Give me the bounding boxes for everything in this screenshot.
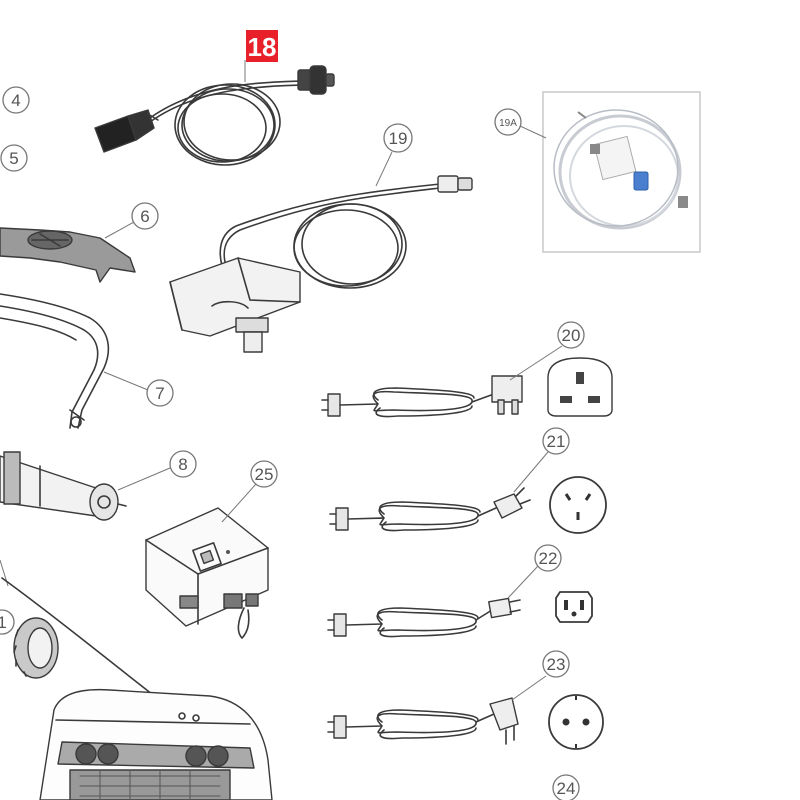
callout-22: 22 bbox=[507, 544, 562, 599]
robot-body bbox=[1, 577, 273, 800]
socket-us-icon bbox=[555, 591, 593, 623]
callout-4: 4 bbox=[2, 86, 30, 114]
socket-au-icon bbox=[549, 476, 607, 534]
callout-19a: 19A bbox=[494, 108, 547, 139]
callout-7: 7 bbox=[103, 371, 174, 407]
highlight-badge bbox=[246, 30, 278, 62]
part-7-handle bbox=[0, 293, 110, 429]
part-label-4: 4 bbox=[11, 91, 20, 110]
part-gear-wheel bbox=[13, 617, 59, 679]
part-25-power-box bbox=[145, 507, 269, 639]
part-label-19: 19 bbox=[389, 129, 408, 148]
part-label-1: 1 bbox=[0, 613, 7, 632]
part-label-20: 20 bbox=[562, 326, 581, 345]
callout-5: 5 bbox=[0, 144, 28, 172]
part-label-25: 25 bbox=[255, 465, 274, 484]
part-19a-inset bbox=[542, 91, 701, 253]
callout-20: 20 bbox=[509, 321, 585, 381]
socket-eu-icon bbox=[548, 694, 604, 750]
knob-blue bbox=[633, 171, 649, 191]
callout-23: 23 bbox=[511, 650, 570, 701]
part-19-pack bbox=[169, 175, 473, 353]
callout-24: 24 bbox=[552, 774, 580, 800]
callout-6: 6 bbox=[104, 202, 159, 239]
part-label-19a: 19A bbox=[499, 118, 517, 129]
part-label-22: 22 bbox=[539, 549, 558, 568]
part-label-7: 7 bbox=[155, 384, 164, 403]
part-8-motor bbox=[0, 451, 127, 521]
part-6-bracket bbox=[0, 227, 136, 283]
socket-uk-icon bbox=[547, 357, 613, 417]
part-label-23: 23 bbox=[547, 655, 566, 674]
part-label-6: 6 bbox=[140, 207, 149, 226]
part-label-5: 5 bbox=[9, 149, 18, 168]
part-20-cord bbox=[321, 375, 523, 418]
leader-robot bbox=[1, 577, 171, 709]
callout-1: 1 bbox=[0, 609, 15, 635]
part-label-24: 24 bbox=[557, 779, 576, 798]
callout-25: 25 bbox=[221, 460, 278, 523]
part-label-8: 8 bbox=[178, 455, 187, 474]
part-18-label: 18 bbox=[244, 30, 278, 82]
callout-8: 8 bbox=[117, 450, 197, 491]
part-23-cord bbox=[327, 697, 519, 745]
highlight-label: 18 bbox=[248, 32, 277, 62]
part-22-cord bbox=[327, 597, 521, 638]
part-21-cord bbox=[329, 487, 531, 532]
callout-21: 21 bbox=[513, 427, 570, 493]
part-label-21: 21 bbox=[547, 432, 566, 451]
callout-19: 19 bbox=[375, 123, 413, 187]
part-18-cable bbox=[94, 65, 335, 166]
